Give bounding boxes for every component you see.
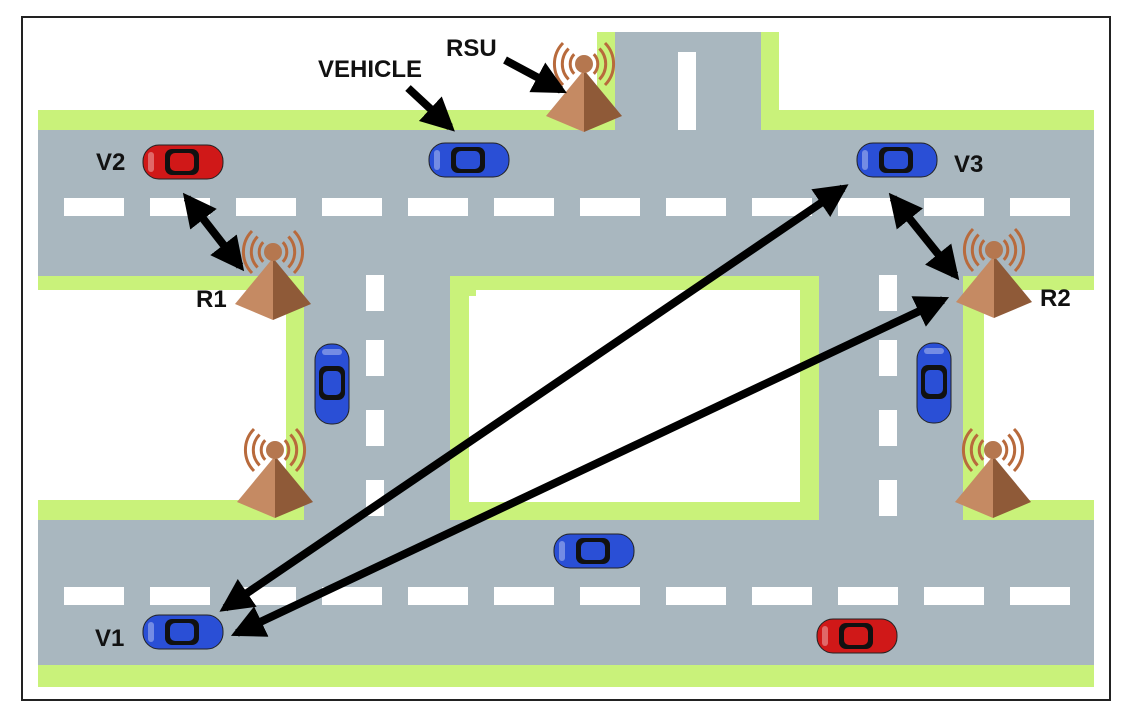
lane-dash <box>366 275 384 311</box>
lane-dash <box>838 587 898 605</box>
lane-dash <box>366 340 384 376</box>
car-icon <box>142 614 224 650</box>
arrow-v1-r2 <box>230 296 950 637</box>
lane-dash <box>1010 198 1070 216</box>
lane-dash <box>580 198 640 216</box>
lane-dash <box>64 198 124 216</box>
rsu-tower-icon <box>546 41 622 132</box>
car-icon <box>816 618 898 654</box>
lane-dash <box>64 587 124 605</box>
label-r2: R2 <box>1040 285 1071 312</box>
car-icon <box>142 144 224 180</box>
lane-dash <box>752 587 812 605</box>
rsu-tower-icon <box>956 227 1032 318</box>
lane-dash <box>838 198 898 216</box>
communication-arrows <box>182 56 960 637</box>
lane-dash <box>1010 587 1070 605</box>
label-vehicle: VEHICLE <box>318 56 422 83</box>
lane-dash <box>924 587 984 605</box>
lane-dash <box>150 587 210 605</box>
lane-dash <box>322 198 382 216</box>
car-icon <box>428 142 510 178</box>
lane-dash <box>236 198 296 216</box>
lane-dash <box>879 340 897 376</box>
lane-dash <box>666 587 726 605</box>
lane-dash <box>366 410 384 446</box>
label-r1: R1 <box>196 286 227 313</box>
arrow-rsu-pointer <box>503 56 567 94</box>
arrow-v3-r2 <box>888 192 960 281</box>
label-v3: V3 <box>954 151 983 178</box>
arrow-vehicle-pointer <box>405 85 455 132</box>
lane-dash <box>494 198 554 216</box>
car-icon <box>553 533 635 569</box>
lane-dash <box>580 587 640 605</box>
car-icon <box>314 343 350 425</box>
lane-dash <box>666 198 726 216</box>
lane-dash <box>494 587 554 605</box>
car-icon <box>916 342 952 424</box>
car-icon <box>856 142 938 178</box>
lane-dash <box>879 275 897 311</box>
rsu-tower-icon <box>955 427 1031 518</box>
label-rsu: RSU <box>446 35 497 62</box>
lane-dash <box>408 198 468 216</box>
lane-dash <box>879 480 897 516</box>
label-v1: V1 <box>95 625 124 652</box>
label-v2: V2 <box>96 149 125 176</box>
lane-dash <box>678 52 696 130</box>
lane-dash <box>879 410 897 446</box>
lane-dash <box>408 587 468 605</box>
lane-dash <box>924 198 984 216</box>
